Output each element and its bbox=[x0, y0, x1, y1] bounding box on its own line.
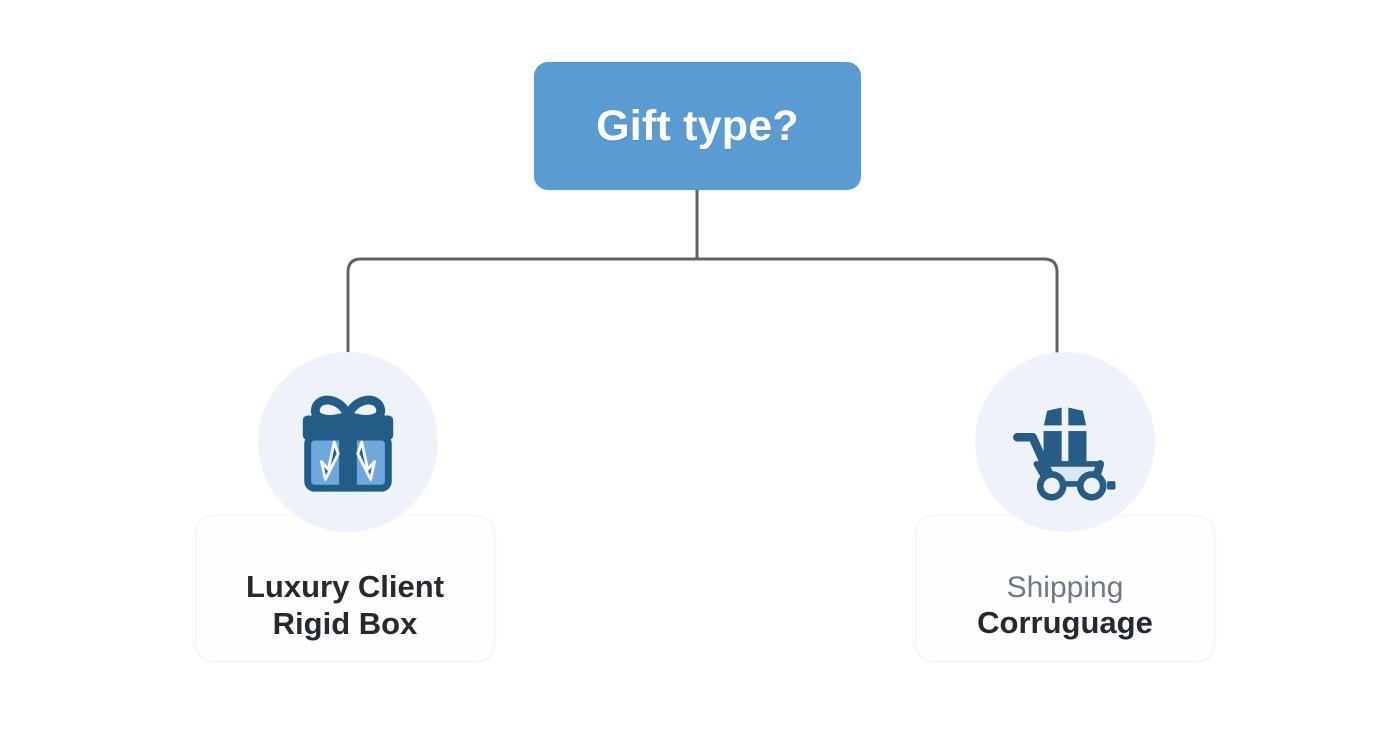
gift-box-icon bbox=[302, 395, 394, 492]
connector-branch-bus bbox=[346, 257, 1059, 354]
branch-label-line2: Corruguage bbox=[977, 604, 1153, 640]
branch-label-line1: Luxury Client bbox=[245, 568, 445, 604]
branch-icon-circle bbox=[258, 352, 438, 532]
branch-label-line2: Rigid Box bbox=[272, 605, 418, 641]
branch-label-card: Luxury Client Rigid Box bbox=[195, 515, 495, 662]
branch-label-card: Shipping Corruguage bbox=[915, 515, 1215, 662]
root-question-label: Gift type? bbox=[596, 101, 799, 150]
branch-icon-circle bbox=[975, 352, 1155, 532]
shipping-cart-icon bbox=[1013, 404, 1116, 501]
root-question-node[interactable]: Gift type? bbox=[534, 62, 861, 190]
branch-label-line1: Shipping bbox=[1006, 570, 1124, 604]
